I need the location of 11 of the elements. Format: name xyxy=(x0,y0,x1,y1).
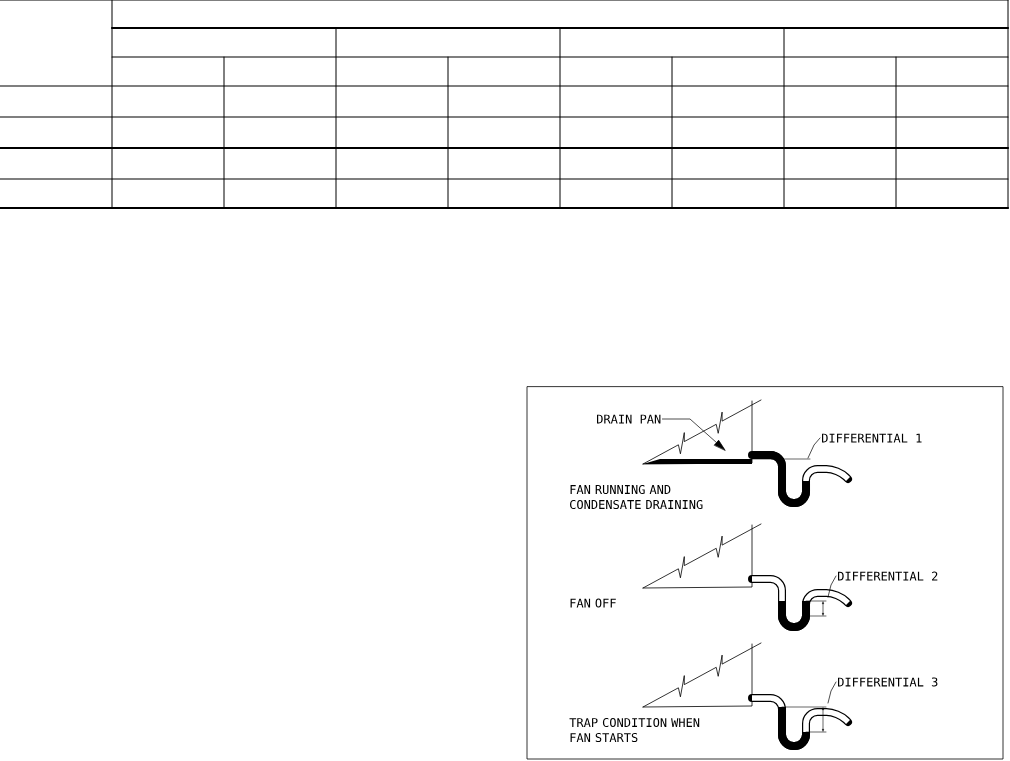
callout-text: DIFFERENTIAL 2 xyxy=(838,571,938,581)
leader-line xyxy=(807,437,821,459)
leader-line xyxy=(827,575,837,598)
caption-text: FAN RUNNING AND CONDENSATE DRAINING xyxy=(570,484,703,510)
caption-text: FAN OFF xyxy=(570,598,616,608)
leader-line xyxy=(827,681,837,704)
callout-text: DRAIN PAN xyxy=(597,414,661,424)
caption-text: TRAP CONDITION WHEN FAN STARTS xyxy=(569,717,700,743)
leader-line xyxy=(662,418,726,451)
callout-text: DIFFERENTIAL 1 xyxy=(822,433,922,443)
callout-text: DIFFERENTIAL 3 xyxy=(838,677,938,687)
